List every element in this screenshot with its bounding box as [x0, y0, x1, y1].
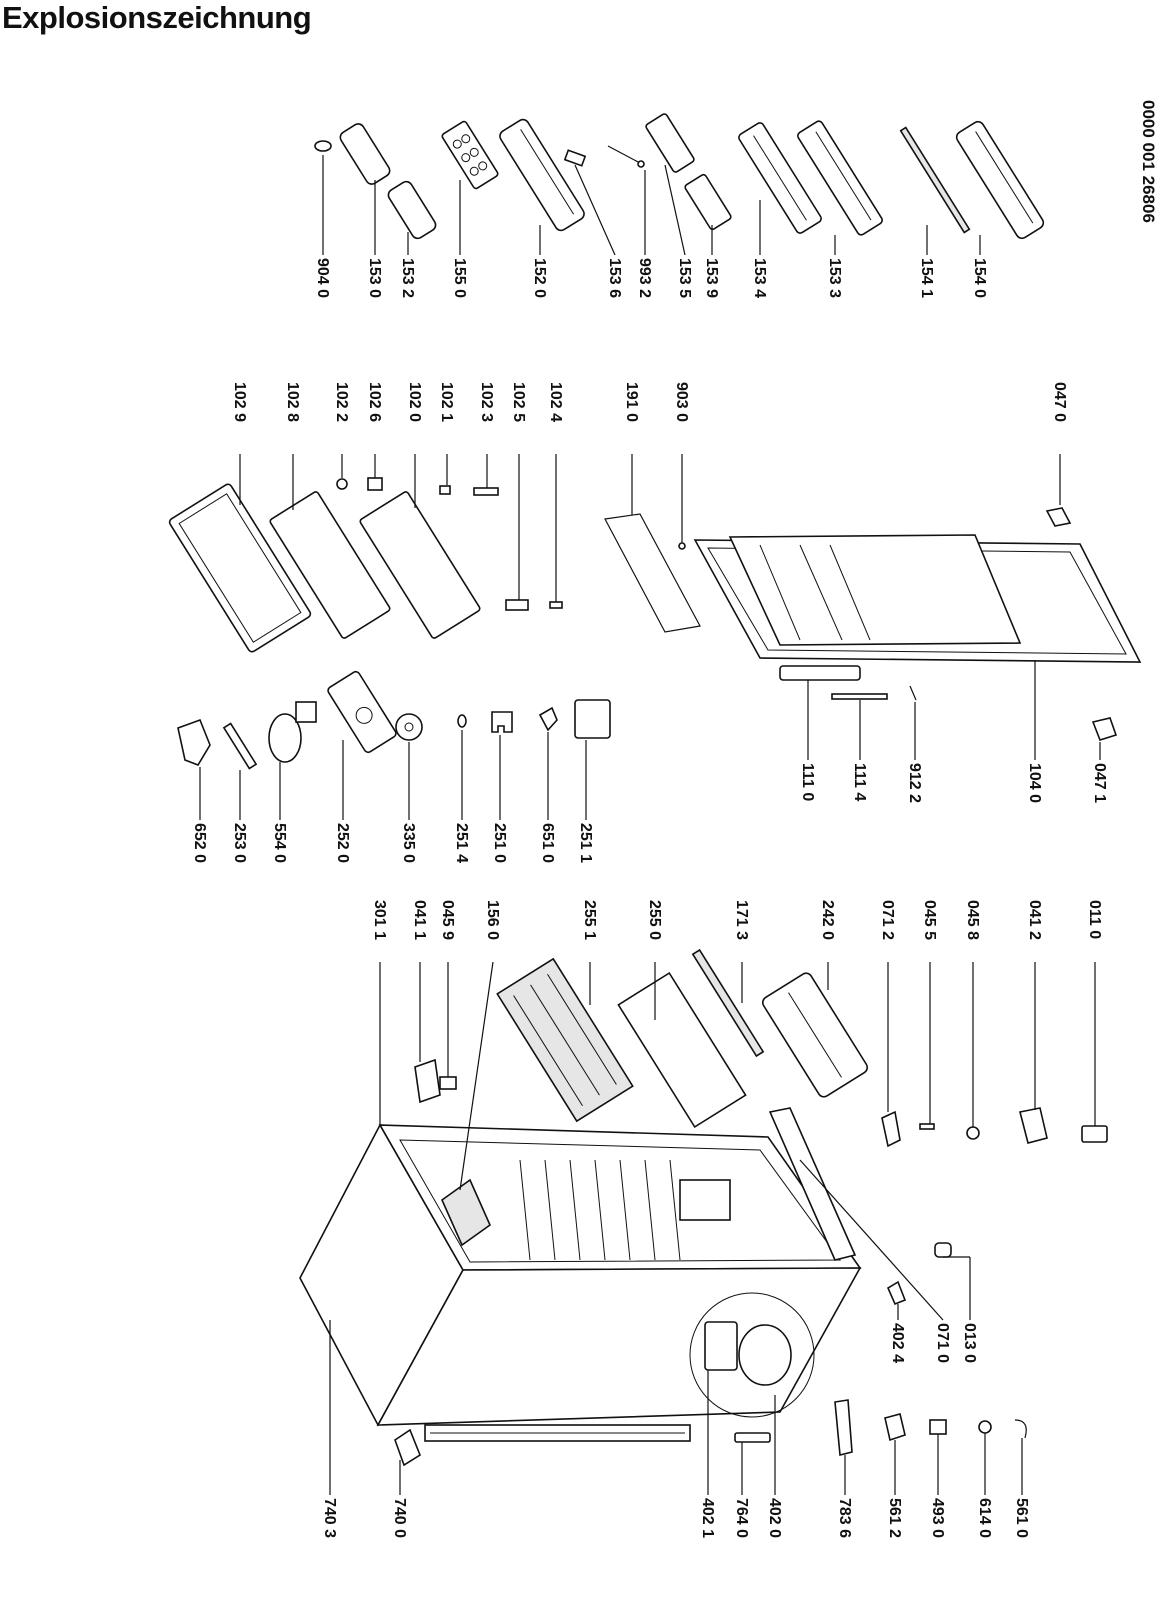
part-label: 764 0	[733, 1498, 750, 1538]
part-label: 153 9	[703, 258, 720, 298]
part-label: 255 1	[581, 900, 598, 940]
part-label: 102 9	[231, 382, 248, 422]
part-label: 102 5	[510, 382, 527, 422]
part-label: 561 2	[886, 1498, 903, 1538]
refrigerator-cabinet	[299, 1107, 1027, 1467]
part-label: 111 4	[851, 763, 868, 801]
part-label: 047 0	[1051, 382, 1068, 422]
part-label: 102 6	[366, 382, 383, 422]
part-label: 155 0	[451, 258, 468, 298]
part-label: 740 0	[391, 1498, 408, 1538]
part-label: 102 4	[547, 382, 564, 422]
part-label: 045 8	[964, 900, 981, 940]
part-label: 045 9	[439, 900, 456, 940]
part-label: 153 6	[606, 258, 623, 298]
part-label: 102 8	[284, 382, 301, 422]
crisper-parts	[414, 948, 1108, 1306]
part-label: 153 0	[366, 258, 383, 298]
part-label: 652 0	[191, 823, 208, 863]
part-label: 783 6	[836, 1498, 853, 1538]
part-label: 903 0	[673, 382, 690, 422]
part-label: 651 0	[539, 823, 556, 863]
part-label: 171 3	[733, 900, 750, 940]
part-label: 335 0	[400, 823, 417, 863]
part-label: 402 1	[699, 1498, 716, 1538]
leader-lines	[199, 155, 1101, 1495]
part-label: 993 2	[636, 258, 653, 298]
part-label: 152 0	[531, 258, 548, 298]
part-label: 102 2	[333, 382, 350, 422]
part-label: 191 0	[623, 382, 640, 422]
part-label: 041 2	[1026, 900, 1043, 940]
part-label: 402 0	[766, 1498, 783, 1538]
part-label: 041 1	[411, 900, 428, 940]
part-label: 253 0	[231, 823, 248, 863]
part-label: 493 0	[929, 1498, 946, 1538]
part-label: 011 0	[1086, 900, 1103, 939]
part-label: 045 5	[921, 900, 938, 940]
part-label: 252 0	[334, 823, 351, 863]
part-label: 154 1	[918, 258, 935, 298]
part-label: 554 0	[271, 823, 288, 863]
part-label: 102 0	[406, 382, 423, 422]
door-assembly	[693, 507, 1142, 741]
door-accessory-parts	[314, 113, 1045, 240]
part-label: 153 2	[399, 258, 416, 298]
part-label: 402 4	[889, 1323, 906, 1363]
part-label: 153 5	[676, 258, 693, 298]
part-label: 255 0	[646, 900, 663, 940]
part-label: 102 1	[438, 382, 455, 422]
part-label: 102 3	[478, 382, 495, 422]
part-label: 912 2	[906, 763, 923, 803]
part-label: 047 1	[1091, 763, 1108, 803]
part-label: 740 3	[321, 1498, 338, 1538]
part-number-labels: 904 0 153 0 153 2 155 0 152 0 153 6 993 …	[191, 258, 1108, 1538]
part-label: 242 0	[819, 900, 836, 940]
part-label: 071 2	[879, 900, 896, 940]
part-label: 013 0	[961, 1323, 978, 1363]
part-label: 154 0	[971, 258, 988, 298]
page-title: Explosionszeichnung	[2, 0, 312, 35]
control-parts	[177, 670, 611, 770]
part-label: 301 1	[371, 900, 388, 940]
part-label: 251 4	[453, 823, 470, 863]
part-label: 153 3	[826, 258, 843, 298]
part-label: 104 0	[1026, 763, 1043, 803]
part-label: 251 1	[577, 823, 594, 863]
part-label: 156 0	[484, 900, 501, 940]
part-label: 614 0	[976, 1498, 993, 1538]
part-label: 561 0	[1013, 1498, 1030, 1538]
part-label: 153 4	[751, 258, 768, 298]
shelf-parts	[168, 477, 701, 653]
part-label: 071 0	[934, 1323, 951, 1363]
part-label: 251 0	[491, 823, 508, 863]
part-label: 111 0	[799, 763, 816, 801]
part-label: 904 0	[314, 258, 331, 298]
